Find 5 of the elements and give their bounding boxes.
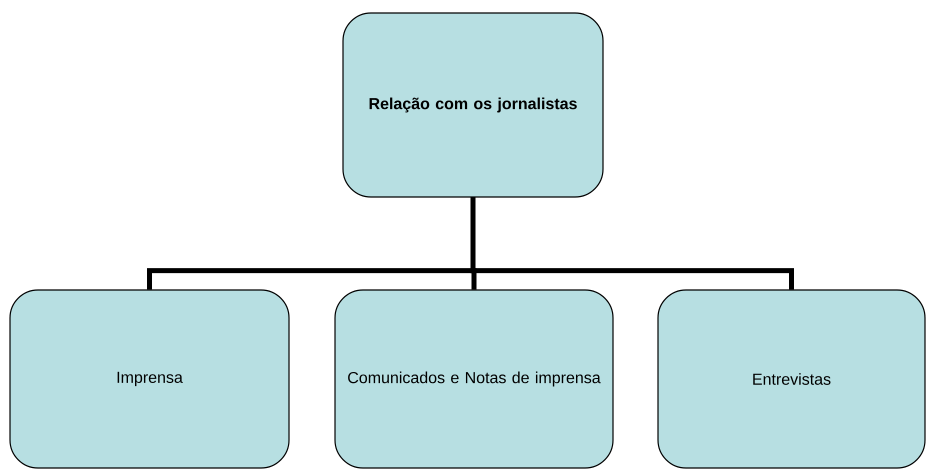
rounded-box: Comunicados e Notas de imprensa	[334, 289, 614, 469]
rounded-box: Imprensa	[9, 289, 290, 469]
rounded-box: Entrevistas	[657, 289, 926, 469]
rounded-box: Relação com os jornalistas	[342, 12, 604, 198]
connector-line	[470, 198, 794, 290]
